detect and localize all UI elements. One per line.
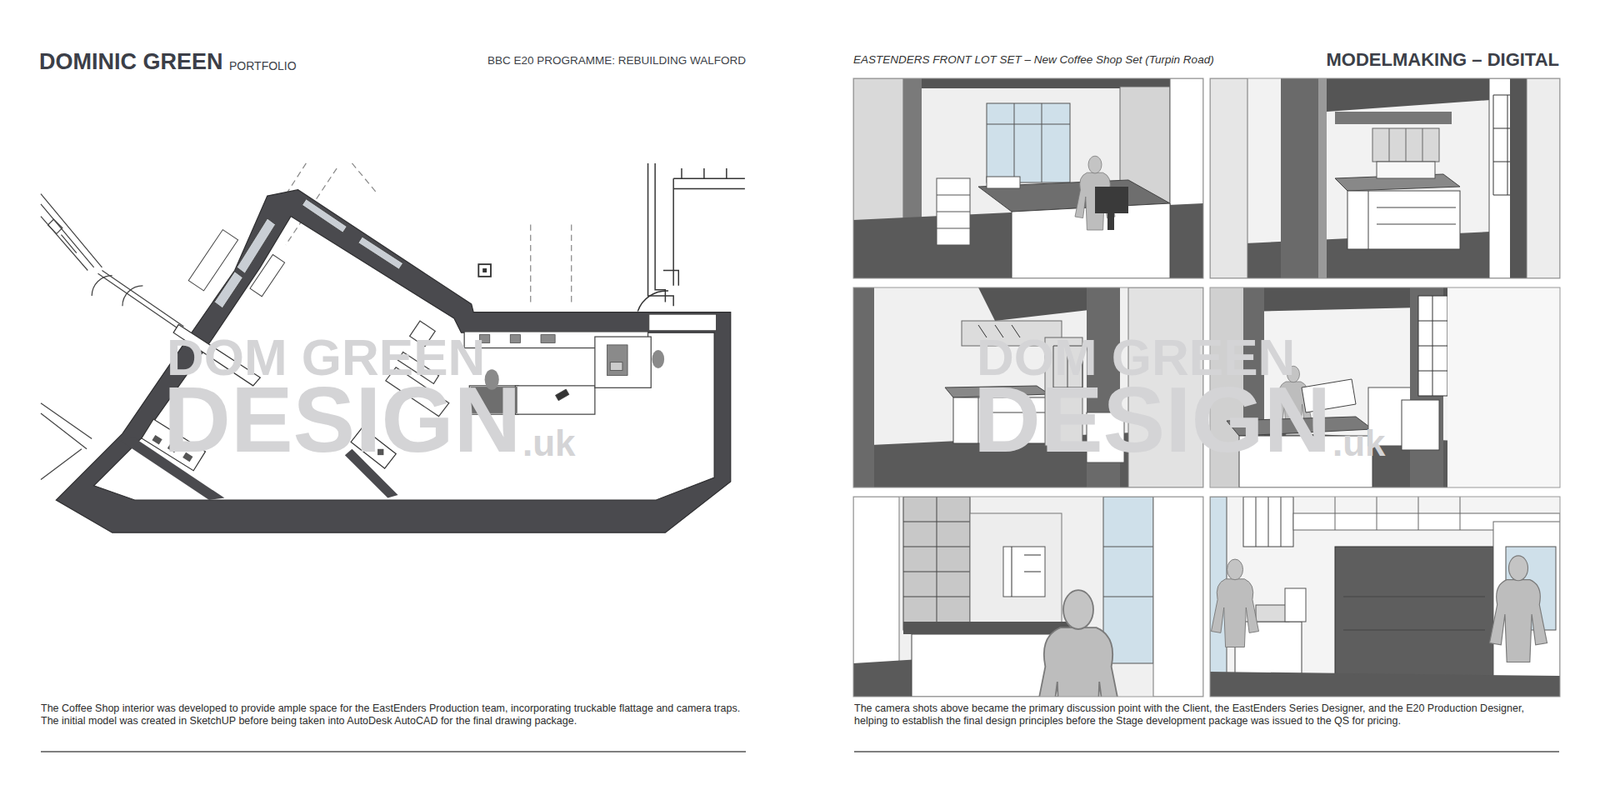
set-heading: EASTENDERS FRONT LOT SET – New Coffee Sh… bbox=[853, 53, 1215, 66]
page-title: DOMINIC GREEN bbox=[39, 50, 224, 74]
rule-line bbox=[40, 750, 746, 753]
camera-render bbox=[1210, 78, 1560, 279]
watermark: .uk bbox=[522, 425, 576, 462]
watermark: DESIGN bbox=[163, 373, 521, 467]
camera-render bbox=[1210, 496, 1560, 697]
watermark: .uk bbox=[1332, 425, 1386, 462]
camera-render bbox=[853, 78, 1204, 279]
rule-line bbox=[854, 750, 1560, 753]
subtitle: PORTFOLIO bbox=[229, 59, 297, 73]
caption-text: The camera shots above became the primar… bbox=[854, 702, 1560, 728]
caption-text: The Coffee Shop interior was developed t… bbox=[40, 702, 746, 728]
watermark: DESIGN bbox=[973, 373, 1331, 467]
project-heading: BBC E20 PROGRAMME: REBUILDING WALFORD bbox=[487, 54, 746, 67]
floor-plan bbox=[40, 163, 745, 533]
section-heading: MODELMAKING – DIGITAL bbox=[1326, 49, 1560, 71]
